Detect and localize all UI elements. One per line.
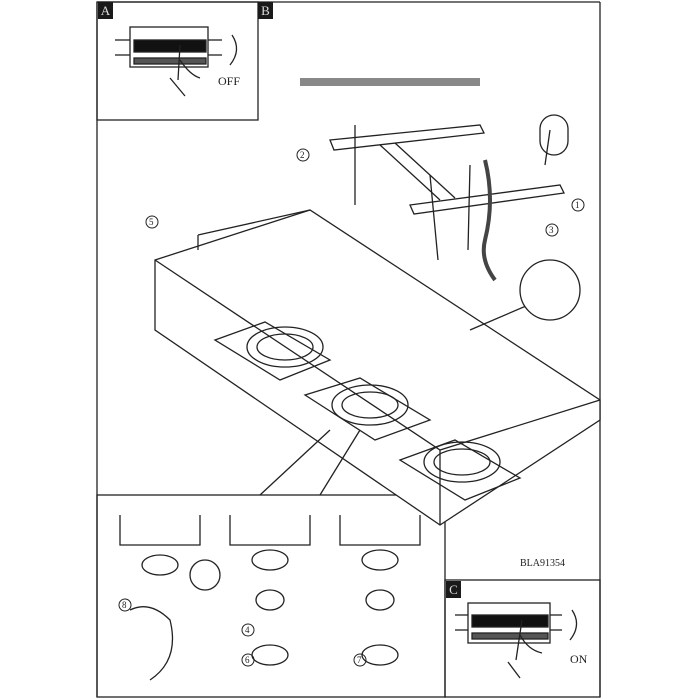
panel-a-label: A (98, 2, 113, 19)
terminal-block-c (455, 602, 578, 679)
page-frame (96, 1, 601, 698)
spotlight-fixture (154, 209, 601, 526)
switch-on-text: ON (570, 652, 588, 666)
step-marker-2: 2 (300, 150, 305, 160)
step-marker-8: 8 (122, 600, 127, 610)
step-marker-5: 5 (149, 217, 154, 227)
spot-1 (213, 321, 332, 381)
step-marker-7: 7 (357, 655, 362, 665)
step-marker-6: 6 (245, 655, 250, 665)
ceiling-hatch (300, 78, 480, 86)
step-markers: 1 2 3 4 5 6 7 8 (118, 148, 585, 667)
mounting-bracket (329, 114, 569, 282)
step-marker-4: 4 (245, 625, 250, 635)
panel-b-label: B (258, 2, 273, 19)
spot-3 (398, 439, 522, 501)
panel-c-label: C (446, 581, 461, 598)
terminal-block-a (115, 26, 238, 97)
step-marker-1: 1 (575, 200, 580, 210)
model-number: BLA91354 (520, 558, 565, 569)
switch-off-text: OFF (218, 74, 241, 88)
spot-2 (303, 377, 432, 441)
detail-steps (119, 515, 421, 681)
step-marker-3: 3 (549, 225, 554, 235)
